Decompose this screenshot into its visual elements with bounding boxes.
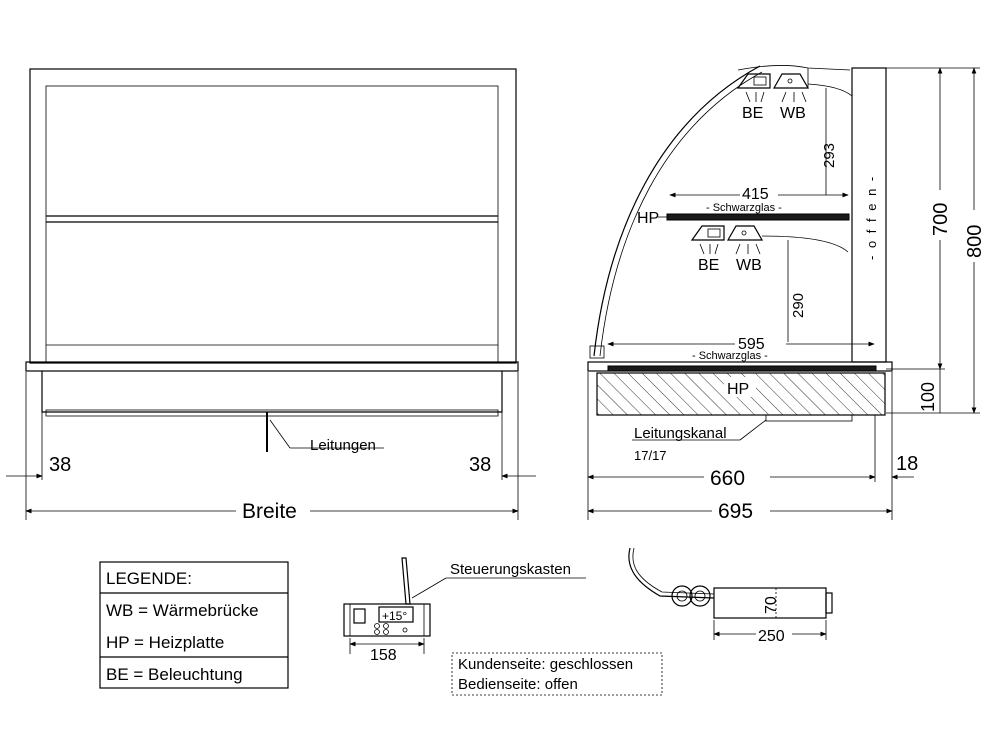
label-leitungen: Leitungen	[310, 437, 376, 454]
lamp-mid	[690, 225, 725, 241]
legend: LEGENDE: WB = Wärmebrücke HP = Heizplatt…	[99, 561, 289, 689]
heating-plate-top	[666, 213, 850, 221]
dim-700: 700	[930, 203, 952, 236]
label-17-17: 17/17	[634, 448, 667, 463]
dim-800: 800	[964, 225, 986, 258]
front-view: Leitungen 38 38 Breite	[6, 68, 536, 523]
legend-row-hp: HP = Heizplatte	[106, 633, 224, 652]
transformer-cable	[628, 547, 715, 599]
label-offen: - o f f e n -	[864, 175, 879, 260]
legend-box	[99, 561, 289, 689]
heating-plate-bottom	[607, 365, 877, 372]
dim-595: 595	[738, 336, 765, 353]
note-box	[451, 652, 663, 696]
dim-695: 695	[718, 500, 753, 523]
dim-18: 18	[896, 453, 918, 475]
label-be-top: BE	[742, 105, 763, 122]
label-hp-top: HP	[637, 210, 659, 227]
curved-glass-inner	[599, 71, 763, 357]
dim-660: 660	[710, 467, 745, 490]
cable-channel	[765, 414, 853, 422]
label-wb-mid: WB	[736, 257, 762, 274]
front-top-plate	[25, 361, 519, 372]
schwarzglas-top: - Schwarzglas -	[706, 202, 782, 214]
label-wb-top: WB	[780, 105, 806, 122]
note-line-1: Kundenseite: geschlossen	[458, 656, 633, 673]
control-box: +15° Steuerungskasten 158 Kundenseite: g…	[343, 557, 663, 696]
legend-row-wb: WB = Wärmebrücke	[106, 601, 259, 620]
heat-bridge-top	[772, 73, 810, 89]
dim-70: 70	[763, 596, 780, 614]
label-leitungskanal: Leitungskanal	[634, 425, 727, 442]
leitungen-leader	[269, 419, 291, 449]
transformer: 70 250	[628, 547, 833, 645]
cable-coil-2	[689, 585, 711, 607]
legend-title: LEGENDE:	[106, 569, 192, 588]
note-line-2: Bedienseite: offen	[458, 676, 578, 693]
display-value: +15°	[382, 609, 407, 623]
dim-290: 290	[790, 293, 807, 318]
dim-293: 293	[821, 143, 838, 168]
label-steuerungskasten: Steuerungskasten	[450, 561, 571, 578]
cable-coil-1	[671, 585, 693, 607]
front-glass	[45, 85, 499, 363]
top-canopy	[737, 65, 851, 71]
dim-158: 158	[370, 647, 397, 664]
front-rail	[589, 345, 605, 359]
label-be-mid: BE	[698, 257, 719, 274]
lamp-top	[736, 73, 771, 89]
front-frame	[29, 68, 517, 364]
dim-250: 250	[758, 628, 785, 645]
control-box-body	[343, 603, 431, 637]
dim-415: 415	[742, 186, 769, 203]
front-lower-cabinet	[41, 371, 503, 413]
side-view: BE WB 293 415 - Schwarzglas - HP BE WB 2…	[587, 65, 986, 523]
dim-38-left: 38	[49, 454, 71, 476]
display-panel	[378, 606, 414, 623]
power-switch-icon	[353, 608, 366, 624]
control-cable	[401, 557, 411, 605]
label-hp-bottom: HP	[727, 381, 749, 398]
schwarzglas-bottom: - Schwarzglas -	[692, 350, 768, 362]
front-lower-rail	[45, 409, 499, 417]
dim-breite: Breite	[242, 500, 297, 523]
heat-bridge-mid	[726, 225, 764, 241]
curved-glass-outer	[593, 65, 761, 357]
dim-100: 100	[918, 382, 938, 412]
legend-row-be: BE = Beleuchtung	[106, 665, 243, 684]
dim-38-right: 38	[469, 454, 491, 476]
